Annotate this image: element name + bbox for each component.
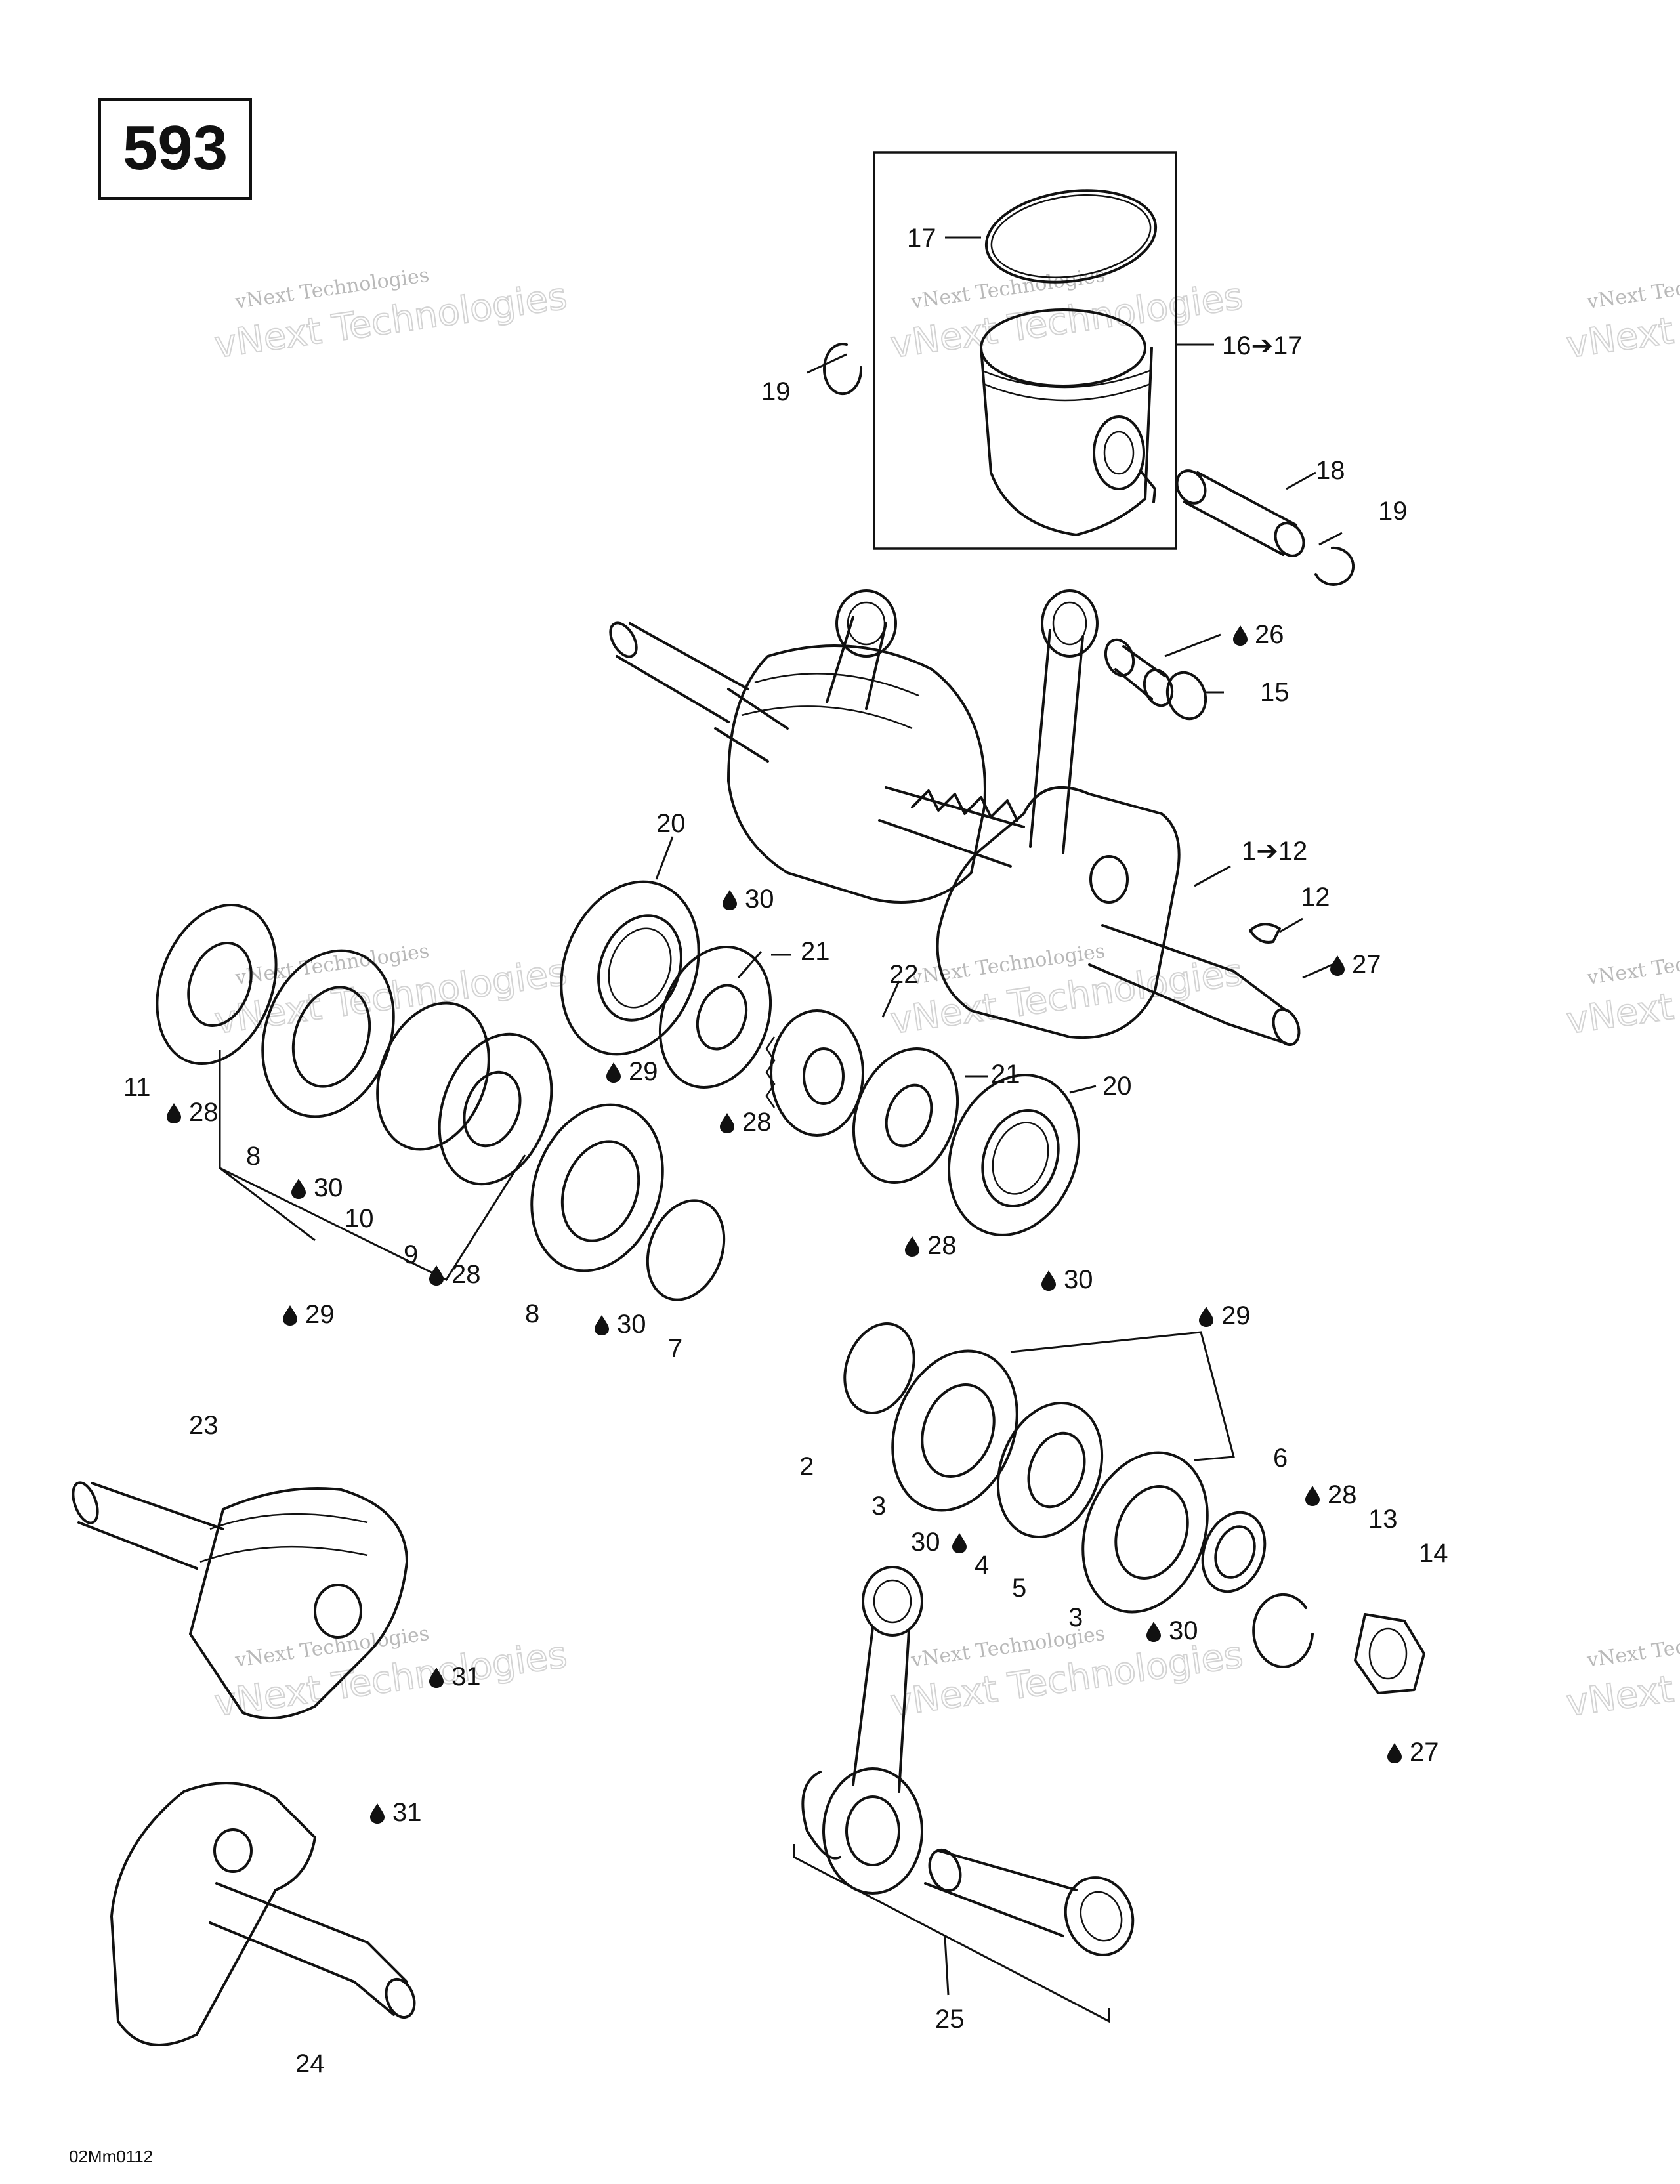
part-label: 25: [935, 2005, 965, 2034]
part-label: 28: [189, 1098, 219, 1127]
nut-drawing: [1354, 1613, 1425, 1694]
circlip-drawing: [1314, 546, 1355, 586]
lock-washer-drawing: [1252, 1593, 1314, 1668]
part-label: 30: [617, 1310, 646, 1339]
woodruff-key-drawing: [1249, 923, 1281, 944]
part-label: 16➔17: [1222, 331, 1303, 360]
part-label: 31: [452, 1662, 481, 1691]
watermark-text: vNext Technologies: [1585, 940, 1680, 990]
part-label: 28: [927, 1231, 957, 1260]
part-label: 27: [1410, 1738, 1439, 1767]
part-label: 2: [799, 1452, 814, 1481]
part-label: 29: [1221, 1301, 1251, 1330]
part-label: 10: [345, 1204, 374, 1233]
oil-seal-drawing: [438, 1032, 553, 1186]
part-label: 28: [1328, 1480, 1357, 1509]
part-label: 12: [1301, 883, 1330, 912]
part-label: 20: [1102, 1072, 1132, 1101]
piston-ring-drawing: [984, 189, 1158, 284]
retaining-ring-drawing: [646, 1199, 726, 1301]
crankshaft-half-drawing: [72, 1481, 408, 1719]
piston-drawing: [980, 308, 1156, 536]
part-drawings: [72, 189, 1425, 2046]
part-label: 8: [246, 1142, 261, 1171]
part-label: 23: [189, 1411, 219, 1440]
part-label: 30: [314, 1173, 343, 1202]
part-label: 15: [1260, 678, 1290, 707]
part-label: 3: [872, 1492, 886, 1521]
thrust-washer-drawing: [1166, 671, 1208, 721]
part-label: 20: [656, 809, 686, 838]
leader-lines: [655, 236, 1343, 1094]
part-label: 30: [745, 885, 774, 914]
connecting-rod-kit-drawing: [801, 1566, 1135, 1956]
ball-bearing-drawing: [948, 1074, 1080, 1236]
part-label: 29: [305, 1300, 335, 1329]
part-label: 28: [452, 1260, 481, 1289]
part-label: 21: [991, 1060, 1020, 1089]
watermark-text: vNext Technologies: [1585, 1622, 1680, 1672]
needle-bearing-drawing: [1104, 638, 1174, 707]
ball-bearing-drawing: [530, 1103, 664, 1272]
part-label: 9: [404, 1240, 418, 1269]
part-label: 18: [1316, 456, 1345, 485]
part-label: 19: [761, 377, 791, 406]
part-label: 26: [1255, 620, 1284, 649]
part-label: 6: [1273, 1444, 1288, 1473]
part-label: 4: [975, 1551, 989, 1580]
part-label: 11: [123, 1073, 151, 1102]
part-label: 3: [1068, 1603, 1083, 1632]
part-label: 1➔12: [1242, 837, 1307, 866]
part-label: 27: [1352, 950, 1381, 979]
part-label: 30: [1169, 1616, 1198, 1645]
part-label: 22: [889, 960, 919, 989]
part-label: 8: [525, 1299, 539, 1328]
figure-code: 02Mm0112: [69, 2147, 153, 2166]
part-labels: 17 16➔17 19 18 19 26 15 20 30 1➔12 12 21…: [123, 224, 1448, 2078]
group-bracket: [793, 1844, 1110, 2023]
piston-kit-box: [873, 151, 1177, 550]
spacer-drawing: [996, 1402, 1104, 1538]
oil-seal-drawing: [852, 1047, 959, 1184]
watermark-text: vNext Technologies: [1585, 264, 1680, 314]
part-label: 17: [907, 224, 936, 253]
part-label: 7: [668, 1334, 682, 1363]
ball-bearing-drawing: [891, 1349, 1018, 1512]
retaining-ring-drawing: [376, 1001, 490, 1151]
part-label: 30: [1064, 1265, 1093, 1294]
part-label: 21: [801, 937, 830, 966]
retaining-ring-drawing: [843, 1322, 915, 1414]
group-bracket: [219, 1050, 526, 1281]
watermarks: vNext Technologies vNext Technologies vN…: [211, 264, 1680, 1726]
part-label: 31: [392, 1798, 422, 1827]
crankshaft-half-drawing: [110, 1782, 416, 2046]
diagram-number-box: 593: [98, 98, 252, 200]
circlip-drawing: [823, 343, 863, 396]
oil-seal-drawing: [1201, 1511, 1267, 1593]
piston-pin-drawing: [1175, 469, 1305, 557]
part-label: 24: [295, 2049, 325, 2078]
group-bracket: [1010, 1331, 1235, 1461]
part-label: 5: [1012, 1574, 1026, 1603]
ball-bearing-drawing: [560, 880, 700, 1056]
part-label: 13: [1368, 1505, 1398, 1534]
part-label: 28: [742, 1108, 772, 1137]
part-label: 29: [629, 1057, 658, 1086]
ball-bearing-drawing: [261, 949, 395, 1118]
part-label: 30: [911, 1528, 940, 1557]
crankshaft-assembly-drawing: [609, 589, 1301, 1047]
part-label: 19: [1378, 497, 1408, 526]
oil-seal-drawing: [658, 946, 772, 1089]
oil-seal-drawing: [156, 903, 278, 1066]
ball-bearing-drawing: [1082, 1451, 1209, 1614]
drive-gear-drawing: [765, 1009, 864, 1137]
part-label: 14: [1419, 1539, 1448, 1568]
diagram-number: 593: [123, 113, 228, 183]
